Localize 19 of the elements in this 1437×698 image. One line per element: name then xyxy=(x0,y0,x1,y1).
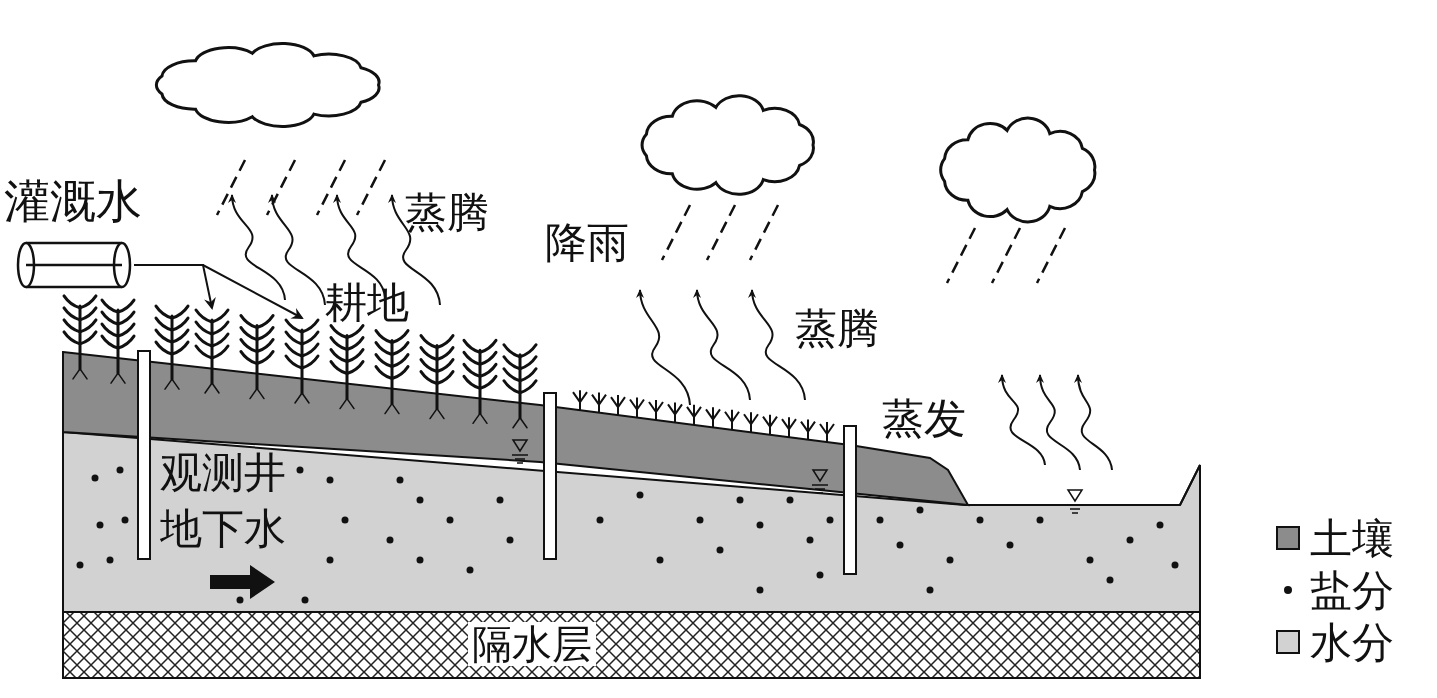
well-label: 观测井 xyxy=(160,452,286,494)
legend-label: 土壤 xyxy=(1310,518,1394,560)
observation-well xyxy=(137,350,151,560)
legend-label: 盐分 xyxy=(1310,570,1394,612)
observation-well xyxy=(543,392,557,560)
transpiration-label: 蒸腾 xyxy=(795,308,879,350)
pipe-icon xyxy=(16,240,134,290)
groundwater-label: 地下水 xyxy=(160,508,286,550)
transpiration-label: 蒸腾 xyxy=(405,192,489,234)
pipe-label: 灌溉水 xyxy=(4,178,142,224)
irrigation-arrow xyxy=(133,264,304,319)
crop-plant xyxy=(285,318,319,406)
evaporation-label: 蒸发 xyxy=(882,398,966,440)
crop-plant xyxy=(195,308,229,396)
legend-label: 水分 xyxy=(1310,622,1394,664)
rainfall-label: 降雨 xyxy=(545,222,629,264)
observation-well xyxy=(843,425,857,575)
aquitard-label: 隔水层 xyxy=(468,622,596,666)
land-label: 耕地 xyxy=(325,282,409,324)
